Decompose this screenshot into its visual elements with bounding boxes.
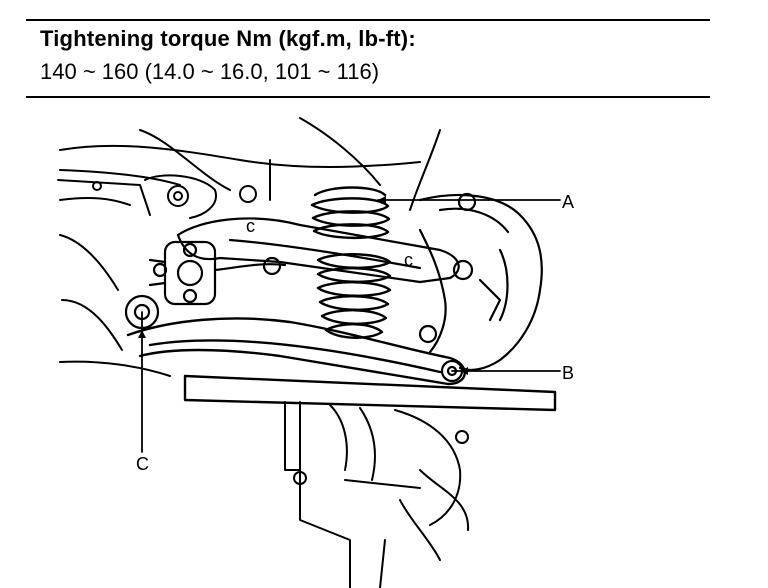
top-rule — [26, 19, 710, 21]
part-mark-left: c — [246, 216, 255, 236]
mounting-bolts — [124, 294, 464, 383]
torque-spec-value: 140 ~ 160 (14.0 ~ 16.0, 101 ~ 116) — [40, 59, 380, 84]
part-mark-right: c — [404, 250, 413, 270]
jack-plate — [183, 374, 557, 412]
bracket-bolt — [92, 174, 257, 219]
suspension-illustration: c c A B C — [57, 117, 574, 588]
lower-arm — [126, 317, 466, 386]
bottom-rule — [26, 96, 710, 98]
arrow-heads — [138, 196, 468, 375]
subframe-outline — [57, 117, 441, 377]
jack-stand — [284, 401, 470, 588]
upper-arm — [176, 217, 460, 284]
callout-b-label: B — [562, 363, 574, 383]
callout-c-label: C — [136, 454, 149, 474]
coil-spring — [310, 186, 392, 339]
bushing — [148, 240, 287, 306]
callout-a-label: A — [562, 192, 574, 212]
torque-spec-title: Tightening torque Nm (kgf.m, lb-ft): — [40, 26, 416, 51]
knuckle-assembly — [418, 192, 543, 371]
